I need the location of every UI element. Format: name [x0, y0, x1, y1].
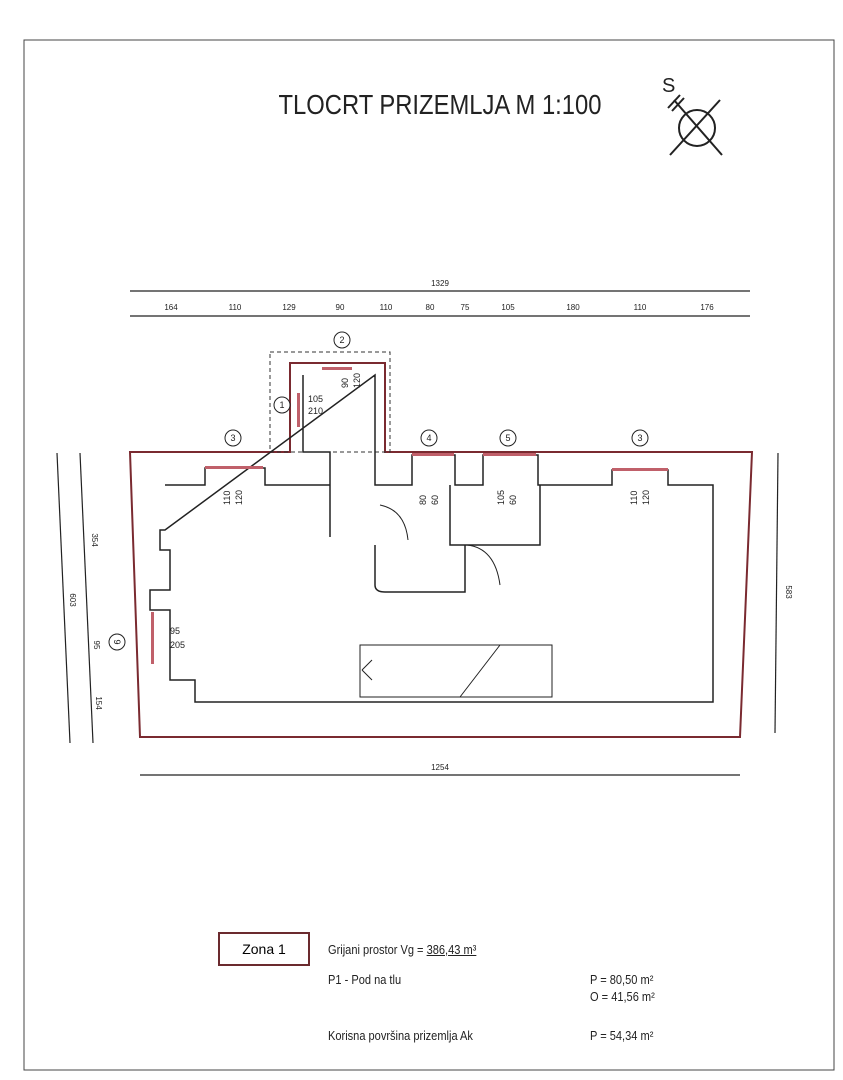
- svg-text:105: 105: [496, 490, 506, 505]
- svg-text:210: 210: [308, 406, 323, 416]
- svg-text:9: 9: [112, 639, 122, 644]
- bathroom-walls: [374, 485, 541, 593]
- north-arrow-icon: [667, 94, 723, 156]
- svg-text:5: 5: [505, 433, 510, 443]
- dim-top-seg: 110: [380, 303, 393, 312]
- svg-text:80: 80: [418, 495, 428, 505]
- svg-text:60: 60: [430, 495, 440, 505]
- usable-label: Korisna površina prizemlja Ak: [328, 1028, 473, 1043]
- svg-text:3: 3: [637, 433, 642, 443]
- dim-left-seg: 95: [92, 641, 101, 650]
- svg-text:2: 2: [339, 335, 344, 345]
- svg-text:90: 90: [340, 378, 350, 388]
- inner-walls: [149, 373, 714, 703]
- zone-box: Zona 1: [218, 932, 310, 966]
- dimension-lines: [56, 290, 779, 776]
- sheet-border: [23, 39, 835, 1071]
- dim-top-seg: 110: [229, 303, 242, 312]
- heated-space: Grijani prostor Vg = 386,43 m³: [328, 942, 476, 957]
- floor-label: P1 - Pod na tlu: [328, 972, 402, 987]
- dim-top-seg: 105: [501, 303, 515, 312]
- svg-text:120: 120: [234, 490, 244, 505]
- svg-text:105: 105: [308, 394, 323, 404]
- floor-area: P = 80,50 m²: [590, 972, 654, 987]
- svg-text:205: 205: [170, 640, 185, 650]
- dim-top-seg: 90: [336, 303, 345, 312]
- usable-area: P = 54,34 m²: [590, 1028, 654, 1043]
- outer-wall: [128, 362, 754, 738]
- dim-right-total: 583: [784, 585, 793, 599]
- svg-text:95: 95: [170, 626, 180, 636]
- dim-top-seg: 80: [426, 303, 435, 312]
- opening-tag-1: 1 105 210: [273, 394, 323, 416]
- dim-left-total: 603: [68, 593, 77, 607]
- svg-text:110: 110: [629, 491, 639, 505]
- svg-text:110: 110: [222, 491, 232, 505]
- window-sills: [151, 367, 668, 664]
- dim-top-seg: 180: [566, 303, 580, 312]
- svg-text:120: 120: [352, 373, 362, 388]
- svg-text:1: 1: [279, 400, 284, 410]
- dim-top-seg: 129: [282, 303, 296, 312]
- zone-label: Zona 1: [242, 941, 286, 957]
- svg-text:60: 60: [508, 495, 518, 505]
- svg-text:120: 120: [641, 490, 651, 505]
- dim-top-total: 1329: [431, 279, 449, 288]
- dim-bottom-total: 1254: [431, 763, 449, 772]
- dim-top-seg: 110: [634, 303, 647, 312]
- dim-top-seg: 75: [461, 303, 470, 312]
- dim-top-seg: 164: [164, 303, 178, 312]
- floor-perimeter: O = 41,56 m²: [590, 989, 655, 1004]
- heated-value: 386,43 m³: [426, 942, 477, 957]
- svg-text:4: 4: [426, 433, 431, 443]
- staircase: [359, 644, 553, 698]
- plan-title: TLOCRT PRIZEMLJA M 1:100: [279, 88, 602, 120]
- dim-left-seg: 154: [94, 696, 103, 710]
- dim-top-seg: 176: [700, 303, 714, 312]
- svg-text:3: 3: [230, 433, 235, 443]
- dim-left-seg: 354: [90, 533, 99, 547]
- opening-tag-9: 9 95 205: [108, 626, 185, 651]
- door-swings: [379, 504, 501, 586]
- heated-label: Grijani prostor Vg =: [328, 942, 424, 957]
- north-label: S: [662, 75, 675, 97]
